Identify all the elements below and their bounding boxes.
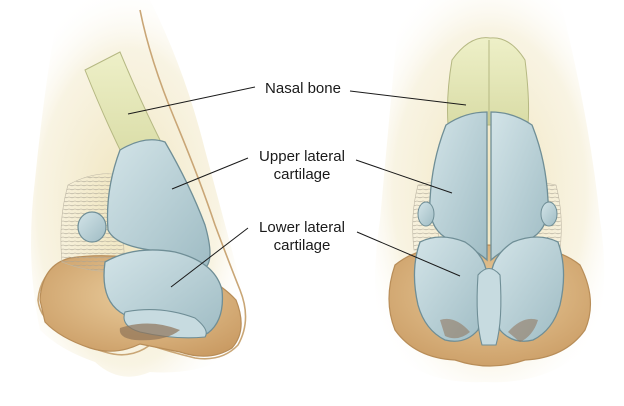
label-lower-lateral-cartilage: Lower lateral cartilage	[259, 219, 345, 255]
leader-nasal-bone-left	[127, 86, 256, 115]
label-nasal-bone-text: Nasal bone	[265, 80, 341, 97]
frontal-view	[375, 0, 605, 383]
leader-upper-lateral-left	[171, 157, 249, 190]
frontal-lower-cartilage-right	[490, 236, 565, 342]
leader-lines	[127, 86, 467, 288]
lateral-sesamoid-cartilage	[77, 211, 107, 243]
frontal-nostril-right	[508, 318, 538, 342]
leader-lower-lateral-right	[356, 231, 461, 277]
leader-upper-lateral-right	[355, 159, 453, 194]
leader-lower-lateral-left	[170, 227, 249, 288]
frontal-lower-cartilage-left	[413, 236, 488, 342]
frontal-sesamoid-left	[417, 201, 435, 227]
label-upper-lateral-line2: cartilage	[273, 166, 331, 183]
frontal-nostril-left	[440, 318, 470, 339]
label-lower-lateral-line2: cartilage	[273, 237, 331, 254]
lateral-view	[31, 0, 247, 377]
frontal-nasal-bone	[447, 37, 530, 126]
label-nasal-bone: Nasal bone	[265, 80, 341, 98]
label-upper-lateral-line1: Upper lateral	[259, 148, 345, 165]
label-lower-lateral-line1: Lower lateral	[259, 219, 345, 236]
label-upper-lateral-cartilage: Upper lateral cartilage	[259, 148, 345, 184]
leader-nasal-bone-right	[349, 90, 467, 106]
frontal-sesamoid-right	[540, 201, 558, 227]
lateral-nostril	[119, 323, 180, 341]
frontal-columella	[476, 267, 502, 346]
